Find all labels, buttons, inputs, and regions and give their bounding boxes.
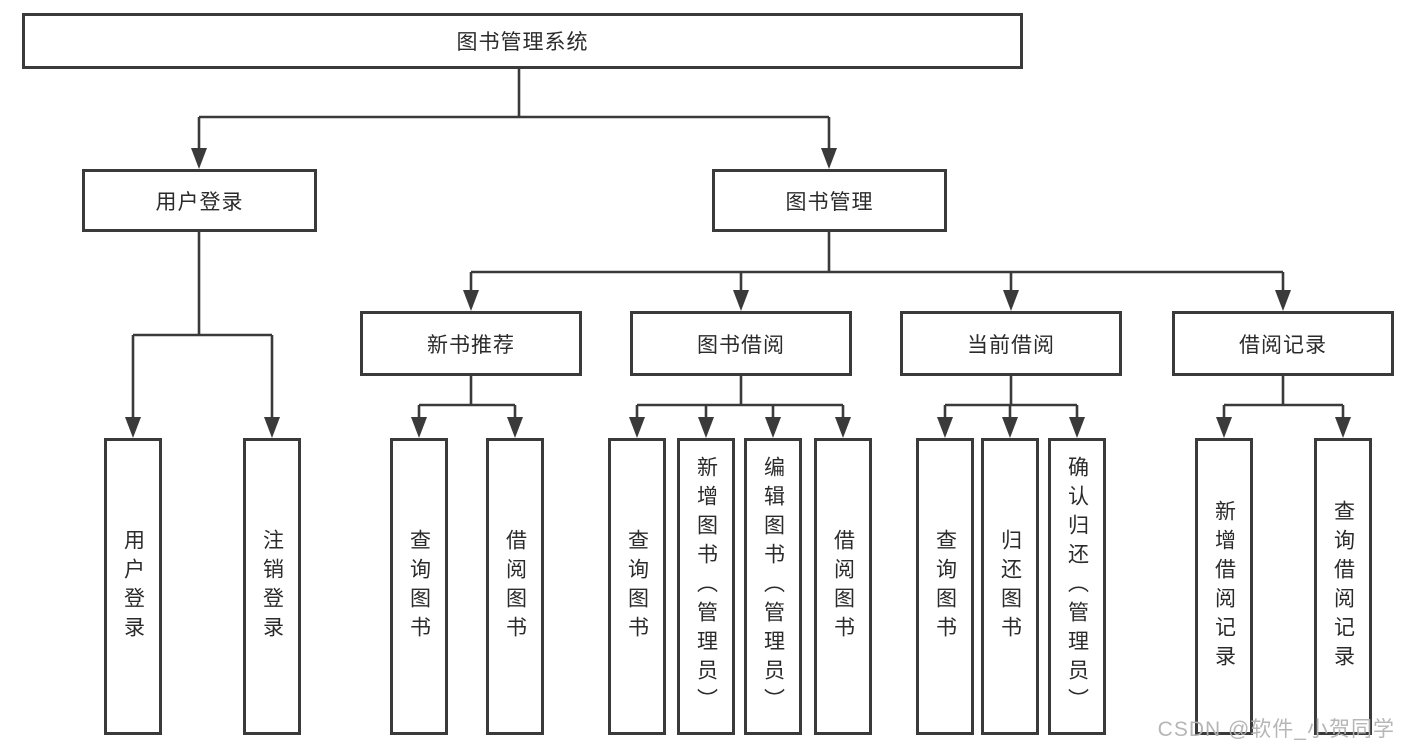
node-book-borrow: 图书借阅 [630, 311, 852, 376]
node-root-library-system: 图书管理系统 [22, 13, 1023, 69]
leaf-borrow-books-recommend: 借阅图书 [486, 438, 544, 735]
arrowhead [698, 417, 714, 438]
leaf-query-borrow-record-label: 查询借阅记录 [1331, 499, 1355, 674]
arrowhead [937, 417, 953, 438]
leaf-logout: 注销登录 [243, 438, 301, 735]
arrowhead [463, 290, 479, 311]
arrowhead [835, 417, 851, 438]
connector-root-split [197, 69, 831, 150]
leaf-borrow-books: 借阅图书 [814, 438, 872, 735]
node-book-management-branch: 图书管理 [712, 169, 947, 232]
leaf-edit-books-admin: 编辑图书（管理员） [744, 438, 802, 735]
leaf-add-books-admin: 新增图书（管理员） [677, 438, 735, 735]
connector-user-login-split [131, 232, 274, 419]
leaf-user-login: 用户登录 [104, 438, 162, 735]
leaf-query-books-current-label: 查询图书 [933, 528, 957, 645]
leaf-query-books-current: 查询图书 [916, 438, 974, 735]
arrowhead [1069, 417, 1085, 438]
node-current-borrow-label: 当前借阅 [967, 333, 1055, 357]
node-root-label: 图书管理系统 [456, 31, 589, 54]
arrowhead [733, 290, 749, 311]
node-new-book-recommend-label: 新书推荐 [427, 333, 515, 357]
leaf-query-books-borrow: 查询图书 [608, 438, 666, 735]
arrowhead [1216, 417, 1232, 438]
arrowhead [821, 148, 837, 169]
arrowhead [507, 417, 523, 438]
arrowhead [1335, 417, 1351, 438]
node-borrow-records: 借阅记录 [1172, 311, 1394, 376]
leaf-query-books-recommend-label: 查询图书 [407, 528, 431, 645]
leaf-confirm-return-admin: 确认归还（管理员） [1048, 438, 1106, 735]
node-book-borrow-label: 图书借阅 [697, 333, 785, 357]
arrowhead [1002, 417, 1018, 438]
node-book-management-branch-label: 图书管理 [785, 190, 874, 214]
leaf-query-books-borrow-label: 查询图书 [625, 528, 649, 645]
leaf-add-borrow-record: 新增借阅记录 [1195, 438, 1253, 735]
connector-borrow-records-split [1222, 376, 1345, 419]
arrowhead [411, 417, 427, 438]
arrowhead [1275, 290, 1291, 311]
leaf-edit-books-admin-label: 编辑图书（管理员） [761, 456, 785, 717]
leaf-return-books-label: 归还图书 [998, 528, 1022, 645]
leaf-query-books-recommend: 查询图书 [390, 438, 448, 735]
leaf-return-books: 归还图书 [981, 438, 1039, 735]
arrowhead [125, 417, 141, 438]
leaf-add-books-admin-label: 新增图书（管理员） [694, 456, 718, 717]
leaf-borrow-books-label: 借阅图书 [831, 528, 855, 645]
arrowhead [629, 417, 645, 438]
connector-new-book-split [417, 376, 517, 419]
leaf-borrow-books-recommend-label: 借阅图书 [503, 528, 527, 645]
node-user-login-branch: 用户登录 [82, 169, 317, 232]
csdn-watermark: CSDN @软件_小贺同学 [1157, 718, 1395, 741]
arrowhead [1003, 290, 1019, 311]
leaf-query-borrow-record: 查询借阅记录 [1314, 438, 1372, 735]
arrowhead [191, 148, 207, 169]
leaf-logout-label: 注销登录 [260, 528, 284, 645]
arrowhead [765, 417, 781, 438]
connector-book-borrow-split [635, 376, 845, 419]
arrowhead [264, 417, 280, 438]
node-new-book-recommend: 新书推荐 [360, 311, 582, 376]
leaf-add-borrow-record-label: 新增借阅记录 [1212, 499, 1236, 674]
leaf-confirm-return-admin-label: 确认归还（管理员） [1065, 456, 1089, 717]
node-borrow-records-label: 借阅记录 [1239, 333, 1327, 357]
connector-current-borrow-split [943, 376, 1079, 419]
leaf-user-login-label: 用户登录 [121, 528, 145, 645]
connector-book-management-split [469, 232, 1285, 292]
node-user-login-branch-label: 用户登录 [155, 190, 244, 214]
node-current-borrow: 当前借阅 [900, 311, 1122, 376]
